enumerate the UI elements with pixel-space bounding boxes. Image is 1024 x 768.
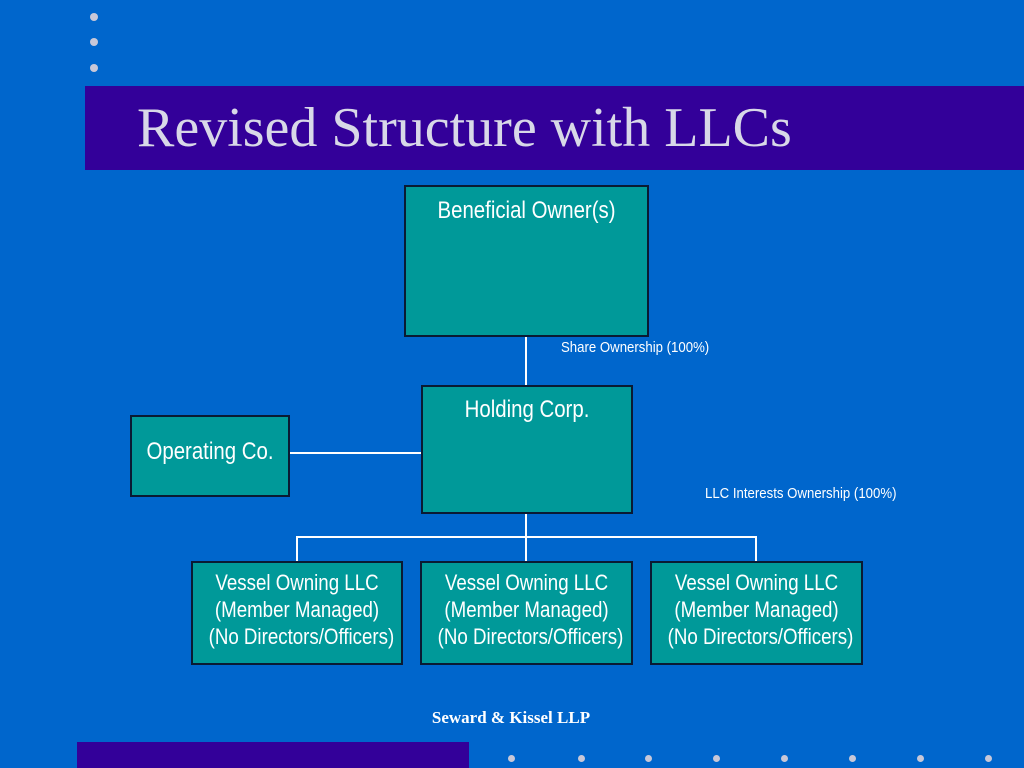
decorative-dot bbox=[578, 755, 585, 762]
decorative-dot bbox=[985, 755, 992, 762]
decorative-dot bbox=[645, 755, 652, 762]
vessel-llc-management: (Member Managed) bbox=[444, 597, 609, 622]
connector-vessel-1 bbox=[296, 536, 298, 563]
connector-operating-holding bbox=[288, 452, 422, 454]
connector-vessel-3 bbox=[755, 536, 757, 563]
vessel-llc-box: Vessel Owning LLC (Member Managed) (No D… bbox=[191, 561, 403, 665]
slide-title: Revised Structure with LLCs bbox=[137, 97, 792, 159]
operating-co-label: Operating Co. bbox=[146, 438, 274, 465]
footer-text: Seward & Kissel LLP bbox=[0, 708, 1024, 728]
connector-owner-holding bbox=[525, 336, 527, 386]
holding-corp-label: Holding Corp. bbox=[464, 396, 590, 423]
title-bar bbox=[85, 86, 1024, 170]
decorative-dot bbox=[90, 38, 98, 46]
beneficial-owner-box: Beneficial Owner(s) bbox=[404, 185, 649, 337]
vessel-llc-officers: (No Directors/Officers) bbox=[208, 624, 395, 649]
holding-corp-box: Holding Corp. bbox=[421, 385, 633, 514]
vessel-llc-box: Vessel Owning LLC (Member Managed) (No D… bbox=[650, 561, 863, 665]
share-ownership-label: Share Ownership (100%) bbox=[561, 339, 710, 356]
llc-interests-label: LLC Interests Ownership (100%) bbox=[705, 485, 897, 502]
beneficial-owner-label: Beneficial Owner(s) bbox=[437, 197, 616, 224]
bottom-bar bbox=[77, 742, 469, 768]
connector-horizontal-bus bbox=[296, 536, 757, 538]
vessel-llc-name: Vessel Owning LLC bbox=[215, 570, 379, 595]
decorative-dot bbox=[849, 755, 856, 762]
decorative-dot bbox=[917, 755, 924, 762]
vessel-llc-name: Vessel Owning LLC bbox=[674, 570, 839, 595]
decorative-dot bbox=[508, 755, 515, 762]
vessel-llc-box: Vessel Owning LLC (Member Managed) (No D… bbox=[420, 561, 633, 665]
vessel-llc-management: (Member Managed) bbox=[674, 597, 839, 622]
decorative-dot bbox=[713, 755, 720, 762]
operating-co-box: Operating Co. bbox=[130, 415, 290, 497]
vessel-llc-officers: (No Directors/Officers) bbox=[667, 624, 854, 649]
firm-name: Seward & Kissel LLP bbox=[431, 708, 591, 727]
vessel-llc-name: Vessel Owning LLC bbox=[444, 570, 609, 595]
vessel-llc-management: (Member Managed) bbox=[214, 597, 380, 622]
decorative-dot bbox=[781, 755, 788, 762]
decorative-dot bbox=[90, 64, 98, 72]
vessel-llc-officers: (No Directors/Officers) bbox=[437, 624, 624, 649]
decorative-dot bbox=[90, 13, 98, 21]
